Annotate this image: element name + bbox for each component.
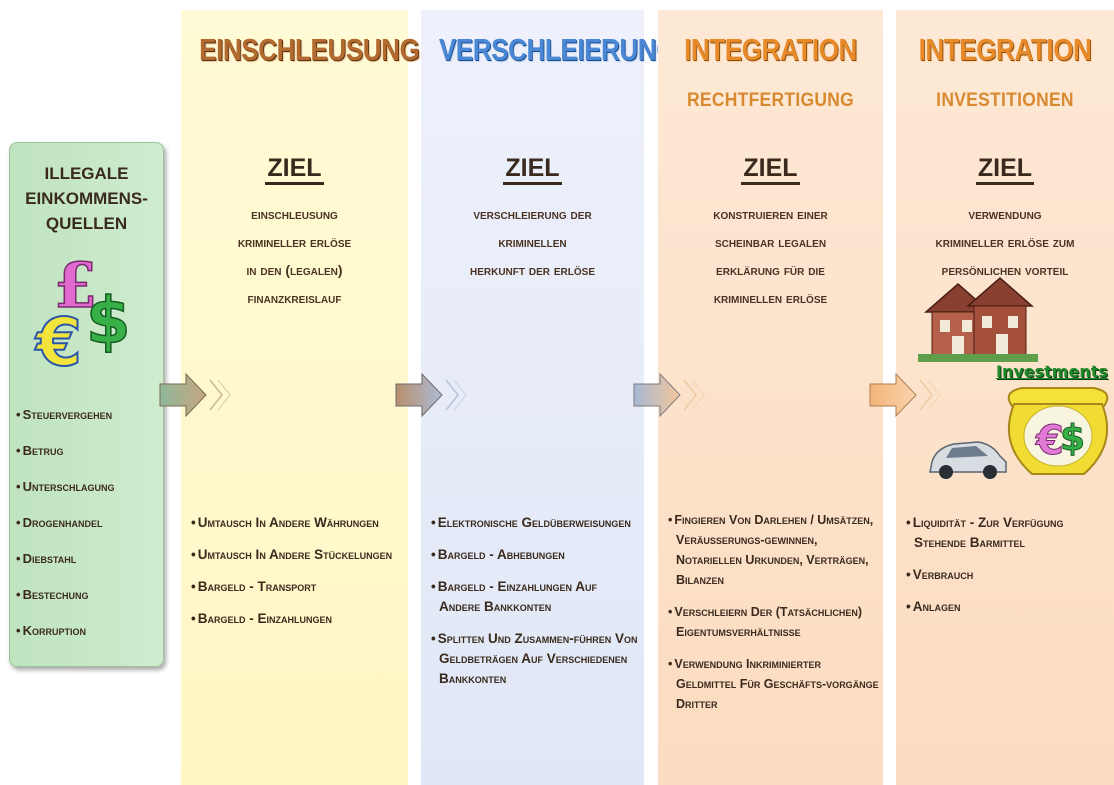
column-heading: INTEGRATION bbox=[684, 32, 857, 67]
list-item: Fingieren Von Darlehen / Umsätzen, Veräu… bbox=[668, 510, 879, 590]
column-heading: EINSCHLEUSUNG bbox=[199, 32, 420, 67]
measures-list: Umtausch In Andere Währungen Umtausch In… bbox=[191, 513, 404, 641]
list-item: Splitten Und Zusammen-führen Von Geldbet… bbox=[431, 629, 640, 689]
list-item: Unterschlagung bbox=[16, 477, 159, 497]
list-item: Bargeld - Einzahlungen Auf Andere Bankko… bbox=[431, 577, 640, 617]
list-item: Diebstahl bbox=[16, 549, 159, 569]
list-item: Bargeld - Einzahlungen bbox=[191, 609, 404, 629]
source-list: Steuervergehen Betrug Unterschlagung Dro… bbox=[16, 405, 159, 657]
currency-symbols-icon: £ $ € bbox=[33, 248, 131, 375]
flow-arrow-4 bbox=[869, 372, 941, 418]
flow-arrow-3 bbox=[633, 372, 705, 418]
list-item: Korruption bbox=[16, 621, 159, 641]
column-heading: VERSCHLEIERUNG bbox=[438, 32, 677, 67]
measures-list: Elektronische Geldüberweisungen Bargeld … bbox=[431, 513, 640, 701]
ziel-label: ZIEL bbox=[421, 154, 644, 185]
column-einschleusung: EINSCHLEUSUNG ZIEL Einschleusung Krimine… bbox=[181, 10, 420, 785]
measures-list: Liquidität - Zur Verfügung Stehende Barm… bbox=[906, 513, 1110, 629]
money-pot-icon: € $ bbox=[1007, 387, 1109, 475]
list-item: Bestechung bbox=[16, 585, 159, 605]
list-item: Bargeld - Abhebungen bbox=[431, 545, 640, 565]
list-item: Drogenhandel bbox=[16, 513, 159, 533]
list-item: Umtausch In Andere Währungen bbox=[191, 513, 404, 533]
column-subheading: INVESTITIONEN bbox=[936, 90, 1074, 111]
column-heading: INTEGRATION bbox=[918, 32, 1092, 67]
measures-list: Fingieren Von Darlehen / Umsätzen, Veräu… bbox=[668, 510, 879, 726]
list-item: Elektronische Geldüberweisungen bbox=[431, 513, 640, 533]
list-item: Betrug bbox=[16, 441, 159, 461]
ziel-label: ZIEL bbox=[658, 154, 883, 185]
list-item: Verwendung Inkriminierter Geldmittel Für… bbox=[668, 654, 879, 714]
ziel-label: ZIEL bbox=[896, 154, 1114, 185]
car-icon bbox=[929, 441, 1007, 479]
svg-text:£: £ bbox=[54, 249, 97, 322]
svg-text:€: € bbox=[34, 304, 82, 375]
svg-text:$: $ bbox=[1060, 418, 1085, 459]
goal-text: Konstruieren Einer Scheinbar Legalen Erk… bbox=[713, 206, 828, 306]
list-item: Liquidität - Zur Verfügung Stehende Barm… bbox=[906, 513, 1110, 553]
goal-text: Verschleierung Der Kriminellen Herkunft … bbox=[469, 206, 595, 278]
house-icon bbox=[918, 277, 1038, 362]
source-title: ILLEGALE EINKOMMENS- QUELLEN bbox=[25, 164, 148, 233]
list-item: Verbrauch bbox=[906, 565, 1110, 585]
goal-text: Einschleusung Krimineller Erlöse In Den … bbox=[237, 206, 352, 306]
column-integration-investitionen: INTEGRATION INVESTITIONEN ZIEL Verwendun… bbox=[896, 10, 1114, 785]
list-item: Steuervergehen bbox=[16, 405, 159, 425]
list-item: Bargeld - Transport bbox=[191, 577, 404, 597]
goal-text: Verwendung Krimineller Erlöse Zum Persön… bbox=[935, 206, 1075, 278]
ziel-label: ZIEL bbox=[181, 154, 408, 185]
column-verschleierung: VERSCHLEIERUNG ZIEL Verschleierung Der K… bbox=[421, 10, 677, 785]
list-item: Verschleiern Der (Tatsächlichen) Eigentu… bbox=[668, 602, 879, 642]
svg-text:$: $ bbox=[86, 285, 131, 359]
svg-text:€: € bbox=[1035, 418, 1064, 464]
list-item: Anlagen bbox=[906, 597, 1110, 617]
column-integration-rechtfertigung: INTEGRATION RECHTFERTIGUNG ZIEL Konstrui… bbox=[658, 10, 883, 785]
column-subheading: RECHTFERTIGUNG bbox=[686, 90, 855, 111]
flow-arrow-2 bbox=[395, 372, 467, 418]
illegal-income-sources-box: ILLEGALE EINKOMMENS- QUELLEN £ $ € Steue… bbox=[9, 142, 164, 667]
investments-label: Investments bbox=[996, 362, 1108, 381]
list-item: Umtausch In Andere Stückelungen bbox=[191, 545, 404, 565]
flow-arrow-1 bbox=[159, 372, 231, 418]
